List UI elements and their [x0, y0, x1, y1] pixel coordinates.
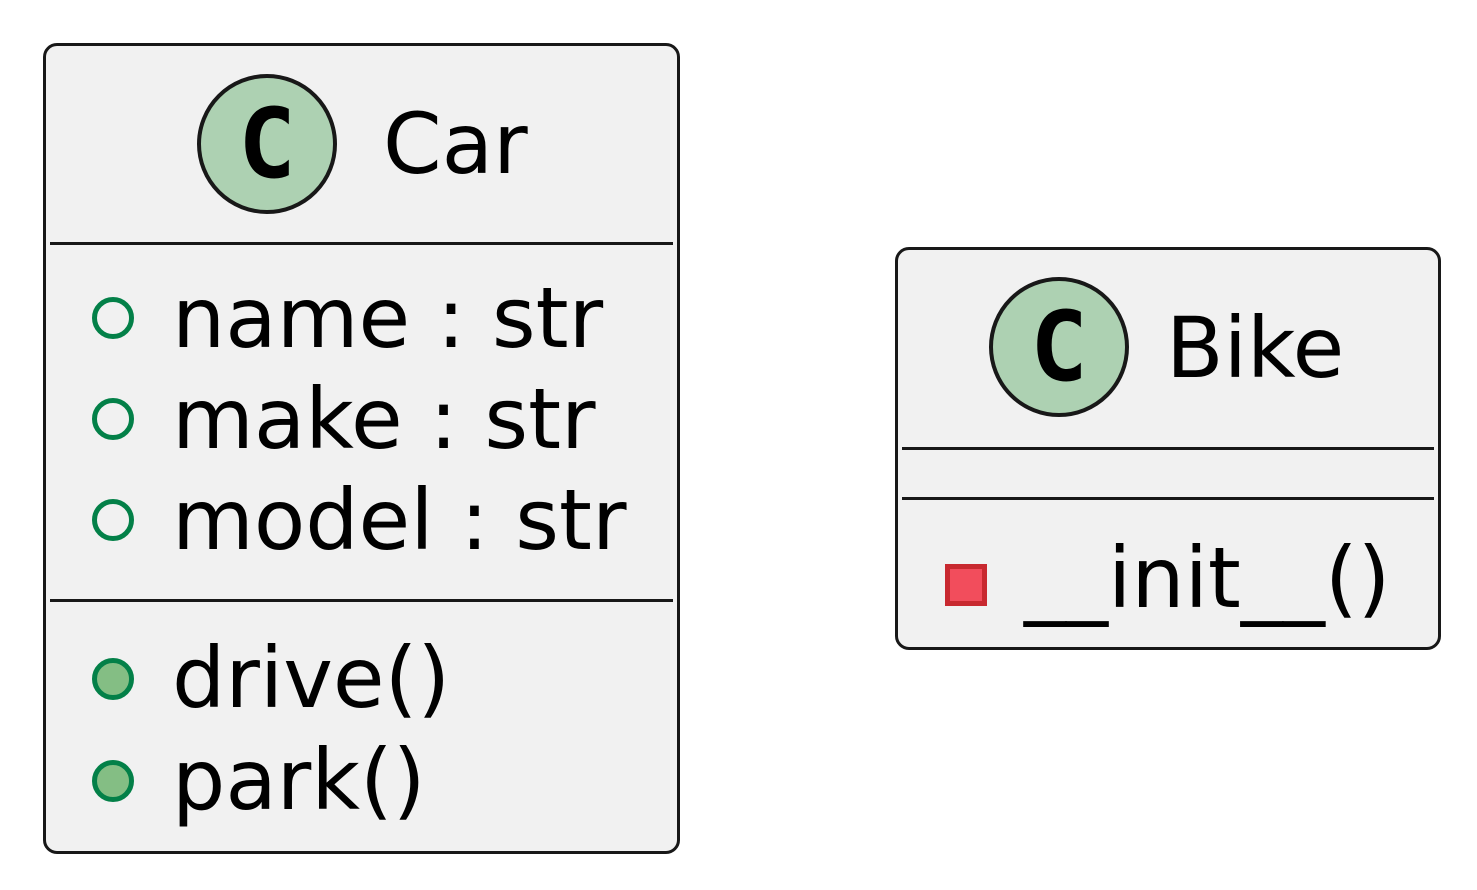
class-car-fields-divider	[50, 242, 673, 245]
class-icon-letter: C	[238, 88, 296, 200]
class-bike: C Bike __init__()	[895, 247, 1441, 650]
private-method-icon	[945, 564, 987, 606]
class-bike-name: Bike	[1166, 299, 1345, 397]
method-text: drive()	[172, 629, 451, 727]
method-text: park()	[172, 731, 426, 829]
class-bike-header: C Bike	[898, 250, 1438, 447]
class-c-icon: C	[989, 277, 1129, 417]
public-method-icon	[92, 658, 134, 700]
class-car-header: C Car	[46, 46, 677, 243]
class-car-method-park: park()	[46, 730, 677, 830]
field-text: make : str	[172, 370, 596, 468]
field-text: model : str	[172, 471, 627, 569]
class-c-icon: C	[197, 74, 337, 214]
class-bike-fields-divider	[902, 447, 1434, 450]
class-bike-method-init: __init__()	[898, 528, 1438, 628]
class-car-method-drive: drive()	[46, 628, 677, 728]
field-text: name : str	[172, 269, 604, 367]
public-method-icon	[92, 760, 134, 802]
public-field-icon	[92, 297, 134, 339]
class-car: C Car name : str make : str model : str …	[43, 43, 680, 854]
class-car-field-name: name : str	[46, 268, 677, 368]
class-icon-letter: C	[1030, 291, 1088, 403]
class-car-name: Car	[383, 95, 528, 193]
class-car-field-make: make : str	[46, 369, 677, 469]
method-text: __init__()	[1024, 529, 1391, 627]
class-car-methods-divider	[50, 599, 673, 602]
class-car-field-model: model : str	[46, 470, 677, 570]
public-field-icon	[92, 499, 134, 541]
public-field-icon	[92, 398, 134, 440]
class-bike-methods-divider	[902, 497, 1434, 500]
